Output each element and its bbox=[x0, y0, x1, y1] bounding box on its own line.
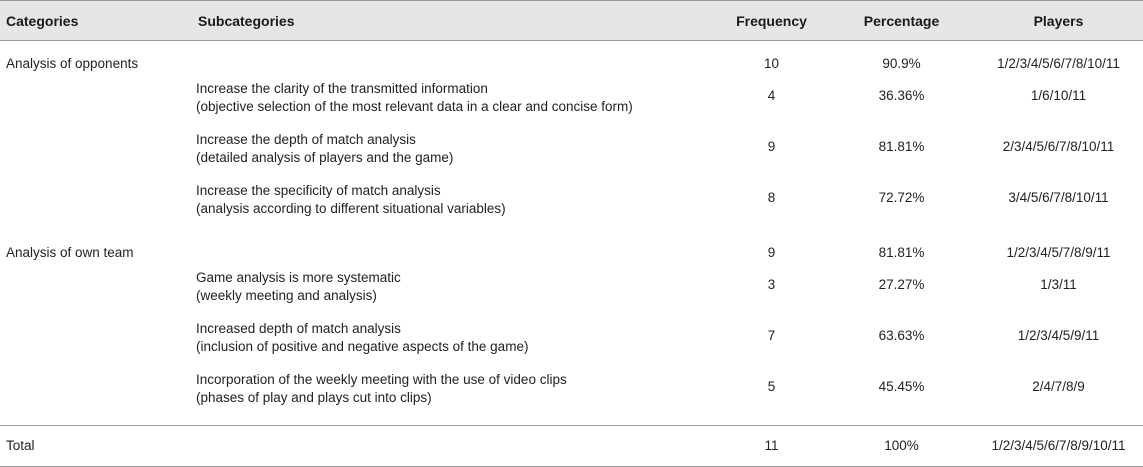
subcategory-title: Increase the specificity of match analys… bbox=[196, 183, 441, 198]
subcategory-cell: Game analysis is more systematic (weekly… bbox=[192, 266, 714, 317]
table-row: Increased depth of match analysis (inclu… bbox=[0, 317, 1143, 368]
header-frequency: Frequency bbox=[736, 12, 807, 29]
category-cell bbox=[0, 266, 192, 317]
subcategory-cell bbox=[192, 230, 714, 266]
total-label: Total bbox=[6, 438, 35, 453]
subcategory-title: Increase the clarity of the transmitted … bbox=[196, 81, 488, 96]
percentage-cell: 63.63% bbox=[878, 328, 925, 343]
header-players: Players bbox=[1033, 12, 1084, 29]
percentage-cell: 90.9% bbox=[882, 56, 921, 71]
frequency-cell: 5 bbox=[767, 379, 776, 394]
header-row: Categories Subcategories Frequency Perce… bbox=[0, 0, 1143, 41]
subcategory-title: Increased depth of match analysis bbox=[196, 321, 401, 336]
percentage-cell: 27.27% bbox=[878, 277, 925, 292]
frequency-cell: 8 bbox=[767, 190, 776, 205]
players-cell: 3/4/5/6/7/8/10/11 bbox=[1008, 190, 1109, 205]
table-row: Increase the clarity of the transmitted … bbox=[0, 77, 1143, 128]
frequency-cell: 4 bbox=[767, 88, 776, 103]
players-cell: 1/2/3/4/5/6/7/8/10/11 bbox=[997, 56, 1120, 71]
subcategory-cell: Increase the clarity of the transmitted … bbox=[192, 77, 714, 128]
total-row: Total 11 100% 1/2/3/4/5/6/7/8/9/10/11 bbox=[0, 425, 1143, 467]
category-cell: Analysis of own team bbox=[6, 245, 134, 260]
table-row: Game analysis is more systematic (weekly… bbox=[0, 266, 1143, 317]
frequency-cell: 9 bbox=[767, 139, 776, 154]
subcategory-cell bbox=[192, 426, 714, 467]
percentage-cell: 81.81% bbox=[878, 139, 925, 154]
subcategory-detail: (detailed analysis of players and the ga… bbox=[196, 150, 454, 165]
players-cell: 1/2/3/4/5/7/8/9/11 bbox=[1006, 245, 1111, 260]
frequency-cell: 10 bbox=[763, 56, 780, 71]
category-cell bbox=[0, 368, 192, 419]
subcategory-cell: Increased depth of match analysis (inclu… bbox=[192, 317, 714, 368]
table-row: Increase the specificity of match analys… bbox=[0, 179, 1143, 230]
category-cell bbox=[0, 128, 192, 179]
category-cell bbox=[0, 179, 192, 230]
percentage-cell: 36.36% bbox=[878, 88, 925, 103]
frequency-cell: 9 bbox=[767, 245, 776, 260]
category-cell bbox=[0, 317, 192, 368]
category-cell bbox=[0, 77, 192, 128]
subcategory-title: Incorporation of the weekly meeting with… bbox=[196, 372, 567, 387]
subcategory-detail: (phases of play and plays cut into clips… bbox=[196, 390, 432, 405]
players-cell: 1/3/11 bbox=[1040, 277, 1077, 292]
total-frequency: 11 bbox=[764, 438, 779, 453]
subcategory-detail: (weekly meeting and analysis) bbox=[196, 288, 377, 303]
subcategory-cell bbox=[192, 41, 714, 78]
percentage-cell: 72.72% bbox=[878, 190, 925, 205]
subcategory-detail: (analysis according to different situati… bbox=[196, 201, 506, 216]
table-row: Analysis of opponents 10 90.9% 1/2/3/4/5… bbox=[0, 41, 1143, 78]
header-categories: Categories bbox=[6, 12, 79, 29]
total-players: 1/2/3/4/5/6/7/8/9/10/11 bbox=[991, 438, 1126, 453]
players-cell: 1/6/10/11 bbox=[1030, 88, 1087, 103]
subcategory-cell: Incorporation of the weekly meeting with… bbox=[192, 368, 714, 419]
percentage-cell: 81.81% bbox=[878, 245, 925, 260]
category-cell: Analysis of opponents bbox=[6, 56, 139, 71]
subcategory-title: Game analysis is more systematic bbox=[196, 270, 401, 285]
frequency-cell: 7 bbox=[767, 328, 776, 343]
total-percentage: 100% bbox=[884, 438, 919, 453]
subcategory-detail: (objective selection of the most relevan… bbox=[196, 99, 633, 114]
percentage-cell: 45.45% bbox=[878, 379, 925, 394]
table-row: Analysis of own team 9 81.81% 1/2/3/4/5/… bbox=[0, 230, 1143, 266]
frequency-cell: 3 bbox=[767, 277, 776, 292]
players-cell: 1/2/3/4/5/9/11 bbox=[1017, 328, 1100, 343]
players-cell: 2/3/4/5/6/7/8/10/11 bbox=[1002, 139, 1115, 154]
table-row: Increase the depth of match analysis (de… bbox=[0, 128, 1143, 179]
subcategory-detail: (inclusion of positive and negative aspe… bbox=[196, 339, 529, 354]
subcategory-cell: Increase the depth of match analysis (de… bbox=[192, 128, 714, 179]
header-subcategories: Subcategories bbox=[198, 12, 295, 29]
subcategory-title: Increase the depth of match analysis bbox=[196, 132, 416, 147]
players-cell: 2/4/7/8/9 bbox=[1032, 379, 1085, 394]
subcategory-cell: Increase the specificity of match analys… bbox=[192, 179, 714, 230]
header-percentage: Percentage bbox=[863, 12, 940, 29]
table-row: Incorporation of the weekly meeting with… bbox=[0, 368, 1143, 419]
